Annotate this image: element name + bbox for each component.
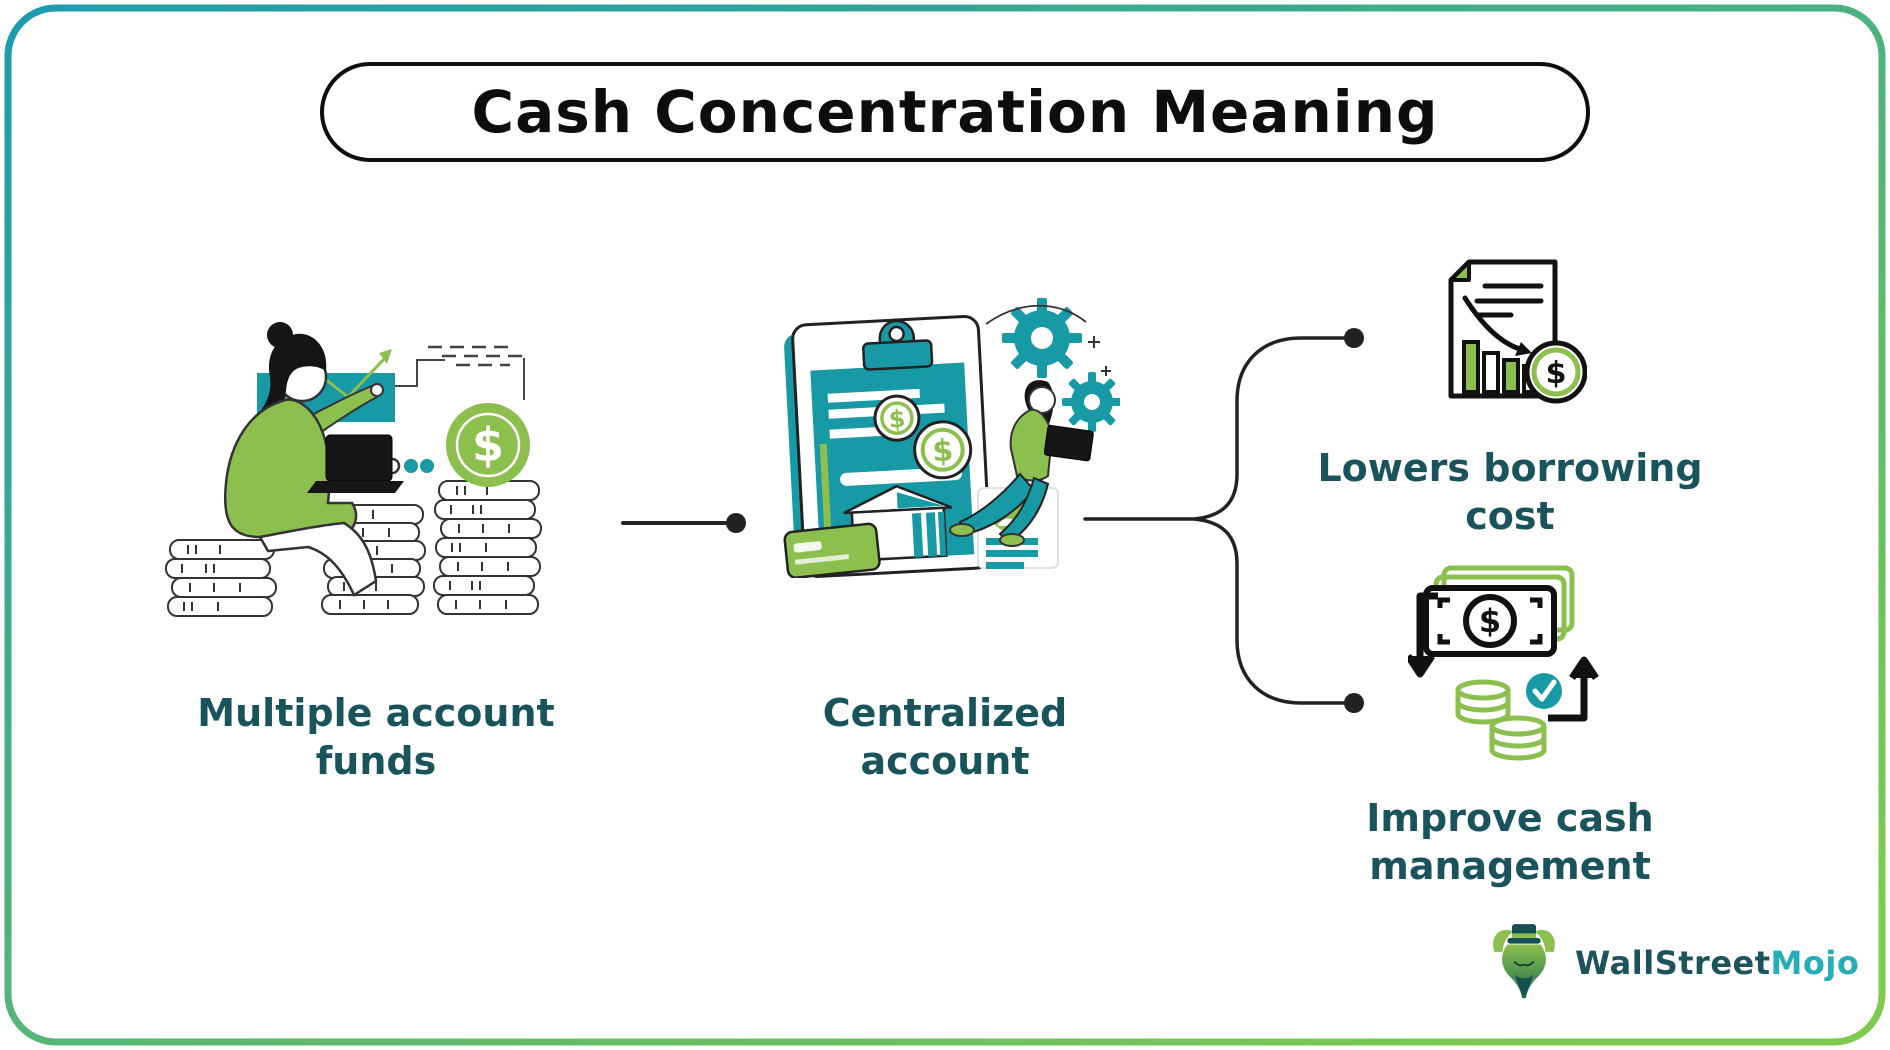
dollar-sign: $: [1479, 602, 1501, 640]
down-arrow-icon: [1408, 592, 1438, 678]
lowers-borrowing-cost-icon: $: [1437, 248, 1587, 408]
label-centralized-account: Centralized account: [822, 691, 1068, 783]
growth-arrowhead: [379, 349, 392, 364]
banknote: $: [1423, 585, 1557, 657]
bull-face: [1502, 944, 1546, 999]
centralized-account-illustration: $ $: [690, 278, 1120, 578]
dollar-sign: $: [931, 433, 954, 469]
clipboard-clip: [862, 319, 934, 371]
dollar-coin: $: [873, 394, 921, 442]
title-box: Cash Concentration Meaning: [320, 62, 1590, 162]
label-multiple-account-funds: Multiple account funds: [197, 691, 555, 783]
multiple-accounts-illustration: $: [130, 285, 560, 655]
coin-stack: [1455, 679, 1547, 761]
label-improve-cash-management: Improve cash management: [1366, 796, 1654, 888]
improve-cash-management-icon: $: [1408, 560, 1604, 766]
legs: [258, 521, 378, 597]
up-arrow-icon: [1548, 656, 1599, 722]
teal-dot: [404, 459, 418, 473]
person-figure: [949, 380, 1094, 547]
laptop: [1043, 424, 1094, 462]
brand-name-accent: Mojo: [1770, 944, 1860, 982]
folded-corner: [1449, 260, 1471, 282]
coin-stack-left: [165, 539, 277, 617]
label-lowers-borrowing-cost: Lowers borrowing cost: [1317, 446, 1703, 538]
credit-card-icon: [783, 522, 881, 578]
dashed-lines: [428, 345, 524, 367]
bull-muzzle: [1514, 974, 1534, 998]
declining-arrow: [1462, 295, 1526, 353]
dollar-coin: $: [913, 420, 973, 480]
check-icon: [1526, 673, 1562, 709]
dollar-sign: $: [888, 405, 906, 434]
brand-name: WallStreetMojo: [1575, 944, 1859, 982]
coin-stack-right: [433, 480, 542, 615]
clipboard: $ $: [784, 314, 992, 578]
brand-name-primary: WallStreet: [1575, 944, 1771, 982]
dollar-coin: $: [1524, 340, 1587, 404]
dollar-sign: $: [1546, 356, 1567, 391]
bull-horn-left: [1493, 929, 1513, 952]
teal-dot: [420, 459, 434, 473]
dollar-coin: $: [446, 403, 530, 487]
sparkle-icon: [1088, 336, 1111, 376]
woman-figure: [223, 322, 404, 597]
bull-logo-icon: [1493, 924, 1555, 999]
dollar-sign: $: [472, 418, 504, 472]
top-hat-icon: [1507, 924, 1541, 944]
laptop: [307, 434, 404, 493]
gear-icon: [1002, 298, 1120, 432]
bull-horn-right: [1535, 929, 1555, 952]
brand-logo: WallStreetMojo: [1487, 922, 1859, 1004]
page-title: Cash Concentration Meaning: [471, 78, 1439, 146]
